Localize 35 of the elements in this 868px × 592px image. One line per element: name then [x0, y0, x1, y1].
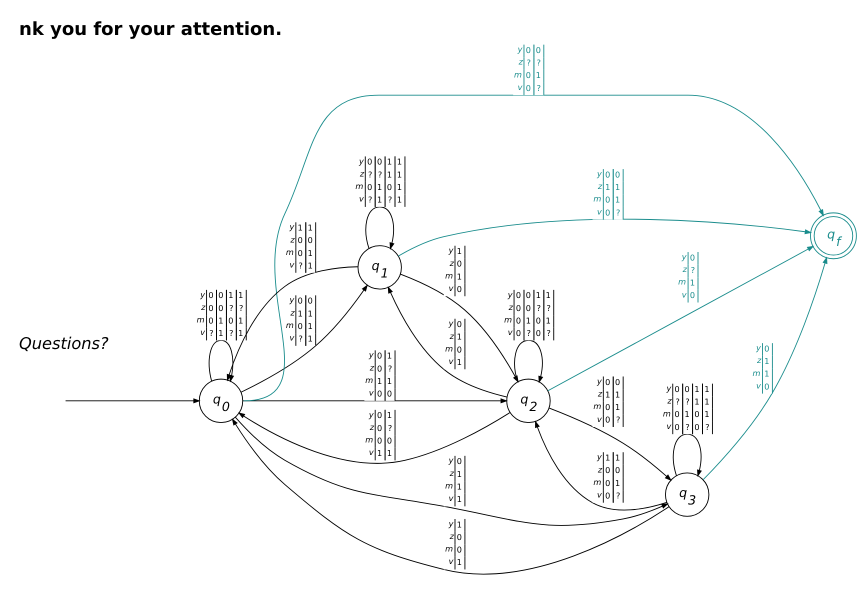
label: Questions?: [19, 334, 109, 353]
edge-label: y 0 0 z 1 1 m 0 1 v ? 1: [286, 294, 313, 344]
edge-label: y 0 0 z 1 1 m 0 1 v 0 ?: [593, 376, 620, 425]
edge-label: y 0 z ? m 1 v 0: [678, 251, 696, 300]
arrow: [548, 376, 672, 481]
arrow: [535, 420, 668, 510]
edge-label: y 0 z 1 m 1 v 0: [752, 342, 770, 392]
edge-label: y 1 1 z 0 0 m 0 1 v 0 ?: [593, 452, 620, 500]
arrow: [702, 256, 828, 480]
edge-label: y 0 z 1 m 1 v 1: [445, 455, 462, 504]
edge-label: y 1 z 0 m 0 v 1: [445, 518, 462, 568]
arrow: [240, 284, 368, 393]
diagram-title: nk you for your attention.: [19, 18, 282, 40]
arrow: [398, 168, 812, 257]
edge-label: y 1 z 0 m 1 v 0: [445, 245, 462, 294]
edge-label: y 0 0 1 1 z ? ? 1 1 m 0 1 0 1 v 0 ? 0 ?: [662, 383, 710, 432]
arrow: [243, 44, 824, 402]
arrow: [232, 418, 670, 574]
edge-label: y 1 1 z 0 0 m 0 1 v ? 1: [286, 222, 313, 270]
arrow: [388, 286, 508, 398]
edge-label: y 0 1 z 0 ? m 1 1 v 0 0: [365, 350, 392, 398]
arrow: [547, 246, 814, 392]
edge-label: y 0 z 1 m 0 v 1: [445, 318, 462, 367]
edge-label: y 0 1 z 0 ? m 0 0 v 1 1: [365, 409, 392, 458]
edge-label: y 0 0 1 1 z ? ? 1 1 m 0 1 0 1 v ? 1 ? 1: [355, 156, 402, 205]
arrow: [234, 416, 669, 526]
edge-label: y 0 0 z ? ? m 0 1 v 0 ?: [514, 44, 541, 93]
arrow: [672, 383, 713, 478]
arrow: [65, 398, 201, 404]
edge-label: y 0 0 1 1 z 0 0 ? ? m 0 1 0 1 v ? 1 ? 1: [196, 289, 244, 338]
arrow: [238, 409, 510, 464]
arrow: [242, 350, 508, 404]
arrow: [364, 156, 406, 250]
edge-label: y 0 0 z 1 1 m 0 1 v 0 ?: [593, 168, 620, 218]
edge-label: y 0 0 1 1 z 0 0 ? ? m 0 1 0 1 v 0 ? 0 ?: [504, 289, 551, 338]
